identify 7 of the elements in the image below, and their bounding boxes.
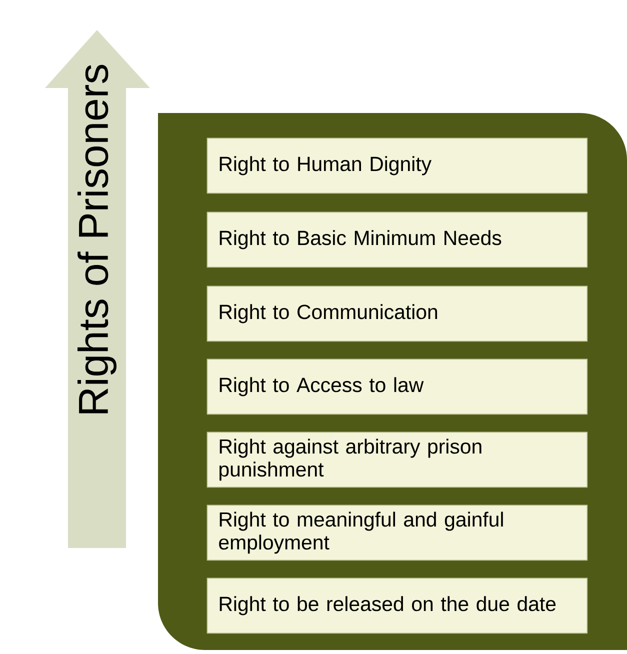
right-box: Right to Access to law [206, 358, 588, 415]
right-box: Right to Human Dignity [206, 138, 588, 194]
right-box: Right to Communication [206, 286, 588, 342]
right-box: Right to be released on the due date [206, 578, 588, 634]
right-box: Right to Basic Minimum Needs [206, 212, 588, 268]
right-box: Right to meaningful and gainful employment [206, 504, 588, 561]
right-box: Right against arbitrary prison punishment [206, 432, 588, 488]
